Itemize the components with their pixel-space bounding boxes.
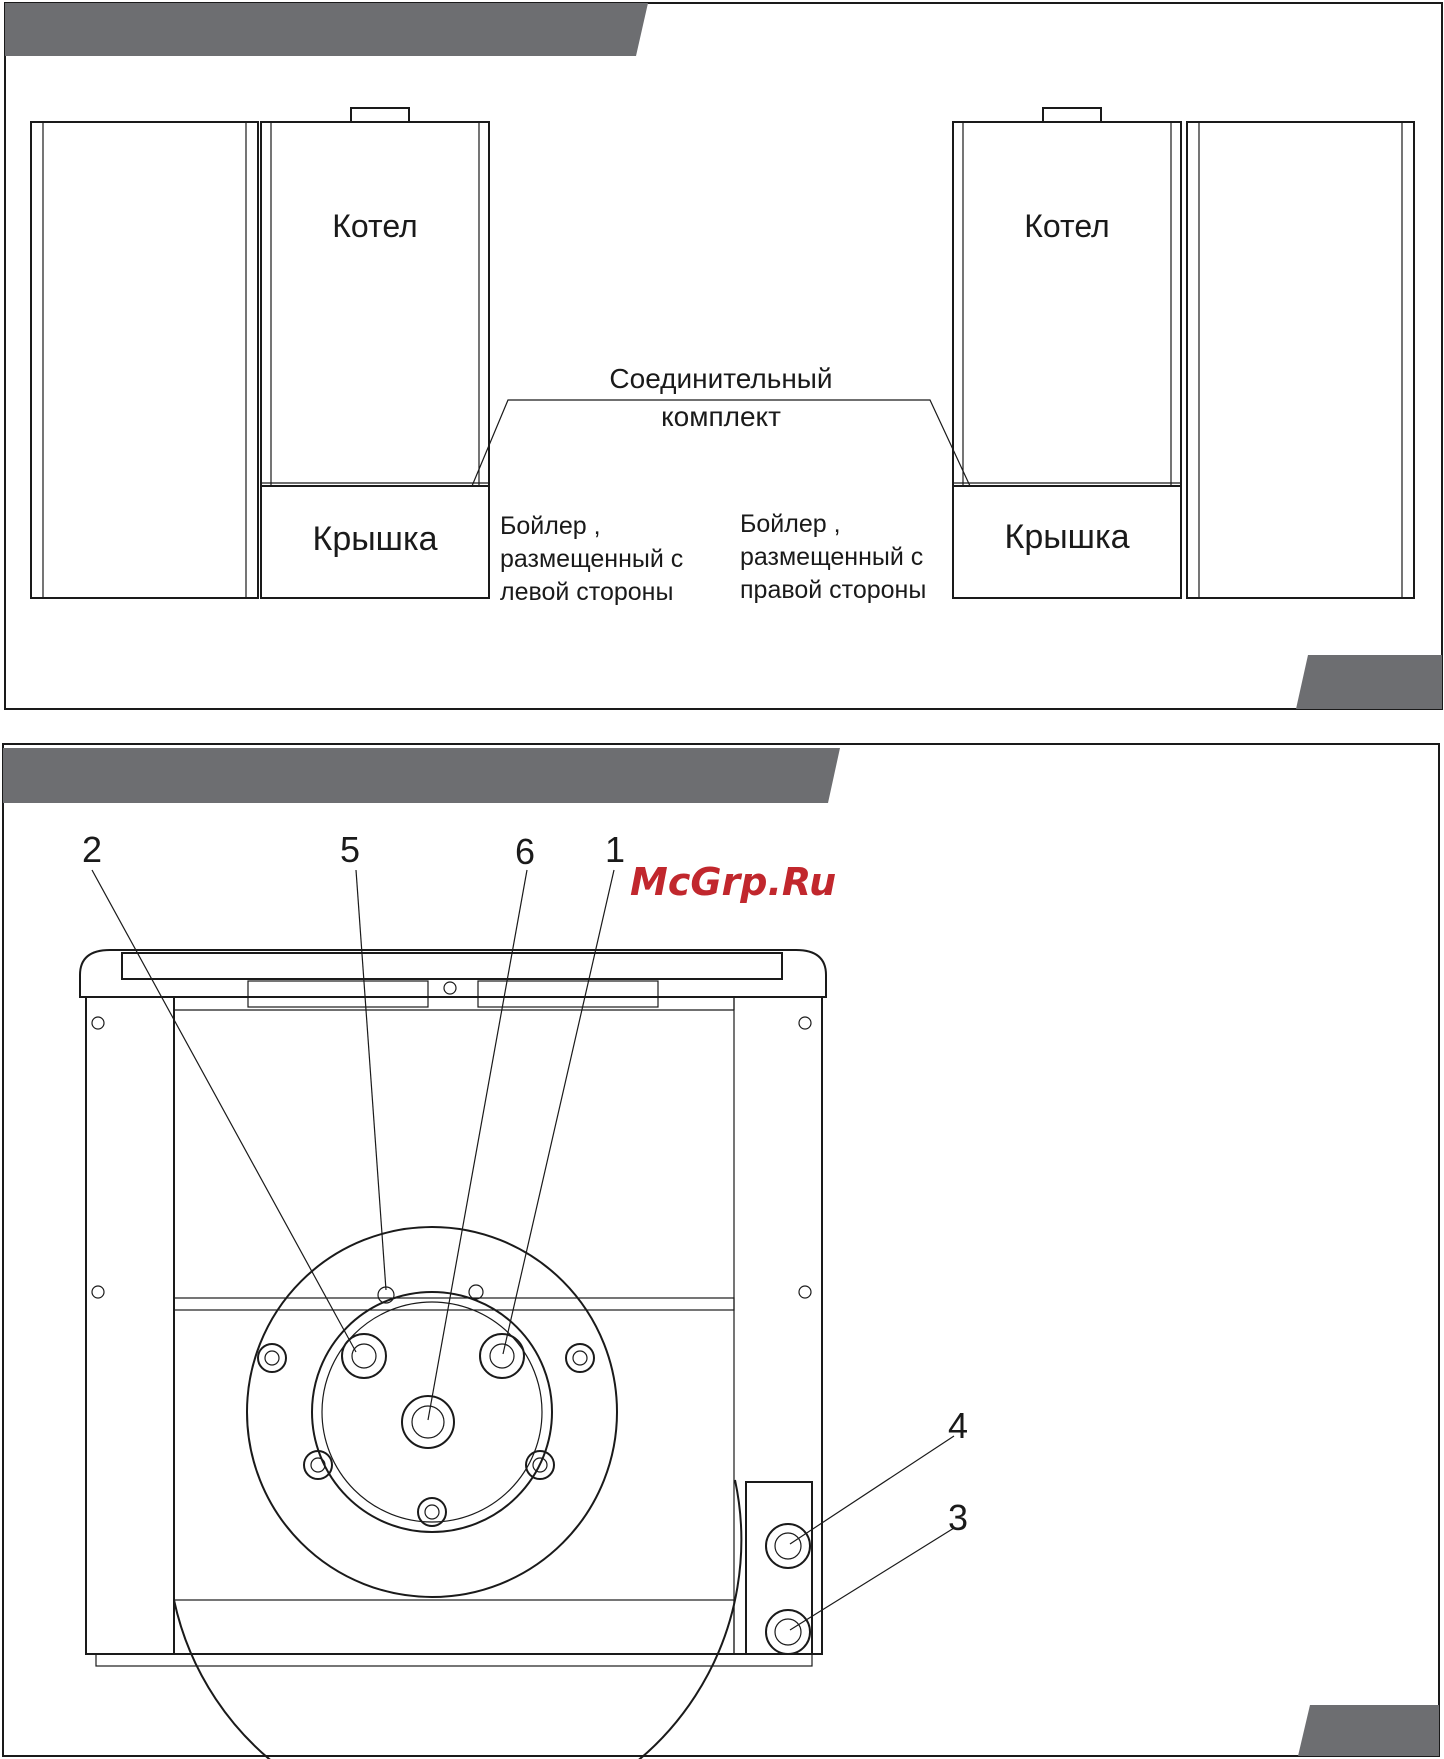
bottom-footer-band bbox=[1298, 1705, 1439, 1756]
connection-kit-line-2: комплект bbox=[661, 401, 781, 432]
left-caption-line-2: размещенный с bbox=[500, 545, 683, 573]
outlet-block bbox=[746, 1482, 812, 1654]
boiler-rear-view bbox=[80, 950, 826, 1666]
callout-3: 3 bbox=[948, 1497, 968, 1538]
top-header-band bbox=[5, 3, 648, 56]
top-panel-frame bbox=[5, 3, 1442, 709]
callout-2: 2 bbox=[82, 829, 102, 870]
right-caption-line-1: Бойлер , bbox=[740, 510, 841, 538]
left-caption-line-3: левой стороны bbox=[500, 578, 673, 606]
right-boiler-label: Котел bbox=[1024, 208, 1109, 244]
left-caption-line-1: Бойлер , bbox=[500, 512, 601, 540]
callout-6: 6 bbox=[515, 831, 535, 872]
left-cabinet bbox=[31, 122, 258, 598]
top-panel: Котел Крышка Котел Крышка Соединительный… bbox=[5, 3, 1442, 709]
bottom-panel: 2 5 6 1 4 3 McGrp.Ru bbox=[3, 744, 1439, 1759]
right-caption-line-3: правой стороны bbox=[740, 576, 926, 604]
outlet-4 bbox=[766, 1524, 810, 1568]
left-cover-label: Крышка bbox=[313, 520, 438, 558]
fitting-1 bbox=[480, 1334, 524, 1378]
bottom-header-band bbox=[3, 748, 840, 803]
fitting-6 bbox=[402, 1396, 454, 1448]
top-footer-band bbox=[1296, 655, 1442, 709]
right-caption-line-2: размещенный с bbox=[740, 543, 923, 571]
right-cabinet bbox=[1187, 122, 1414, 598]
callout-1: 1 bbox=[605, 829, 625, 870]
right-cover-label: Крышка bbox=[1005, 518, 1130, 556]
outlet-3 bbox=[766, 1610, 810, 1654]
callout-5: 5 bbox=[340, 829, 360, 870]
left-boiler-label: Котел bbox=[332, 208, 417, 244]
fitting-2 bbox=[342, 1334, 386, 1378]
connection-kit-line-1: Соединительный bbox=[609, 363, 832, 394]
watermark: McGrp.Ru bbox=[630, 860, 836, 904]
callout-4: 4 bbox=[948, 1405, 968, 1446]
tank-flange bbox=[174, 1227, 741, 1759]
